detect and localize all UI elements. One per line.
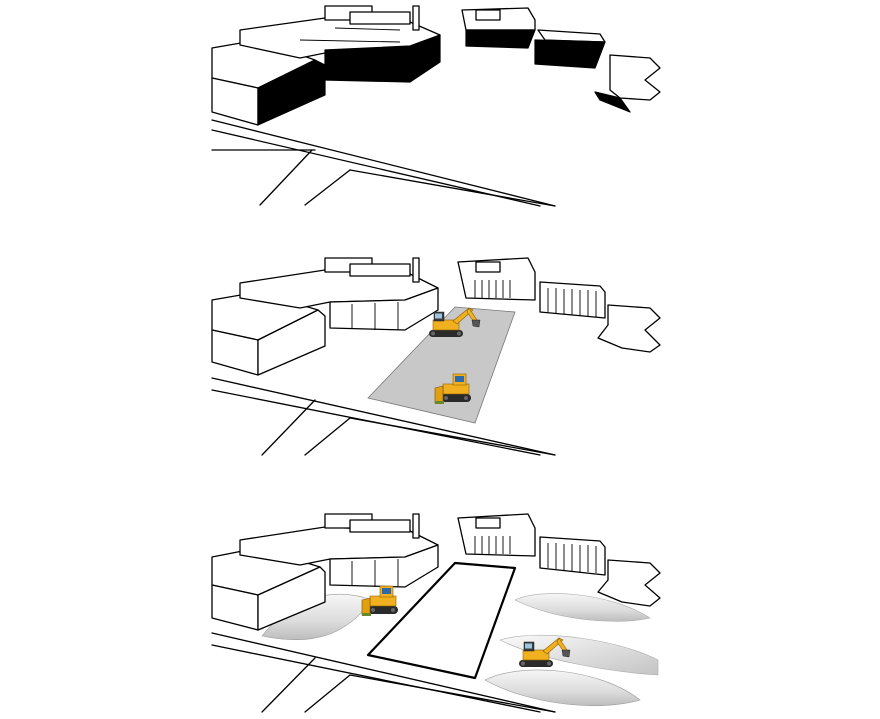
earth-mound bbox=[484, 669, 641, 707]
building-right-group bbox=[461, 7, 661, 113]
road-line bbox=[349, 417, 556, 456]
building-right-group bbox=[457, 513, 661, 607]
road-line bbox=[261, 399, 316, 456]
panel-earthworks bbox=[211, 513, 661, 713]
bulldozer-icon bbox=[361, 585, 399, 617]
road-line bbox=[304, 169, 351, 206]
building-central-complex bbox=[239, 513, 439, 588]
road-line bbox=[304, 417, 351, 456]
road-line bbox=[349, 674, 556, 713]
road-line bbox=[304, 674, 351, 713]
road-line bbox=[261, 657, 316, 713]
road-line bbox=[211, 119, 556, 207]
earth-mound bbox=[514, 593, 651, 622]
cleared-site bbox=[367, 306, 516, 424]
panel-before bbox=[211, 5, 661, 207]
panel-demolition bbox=[211, 257, 661, 456]
road-line bbox=[211, 644, 541, 713]
site-outline bbox=[366, 561, 517, 680]
building-right-group bbox=[457, 257, 661, 353]
building-central-complex bbox=[239, 5, 441, 83]
building-central-complex bbox=[239, 257, 439, 331]
building-left-long bbox=[211, 39, 326, 126]
road-line bbox=[211, 377, 556, 456]
road-line bbox=[211, 632, 556, 713]
road-line bbox=[349, 169, 556, 207]
road-line bbox=[259, 149, 313, 206]
